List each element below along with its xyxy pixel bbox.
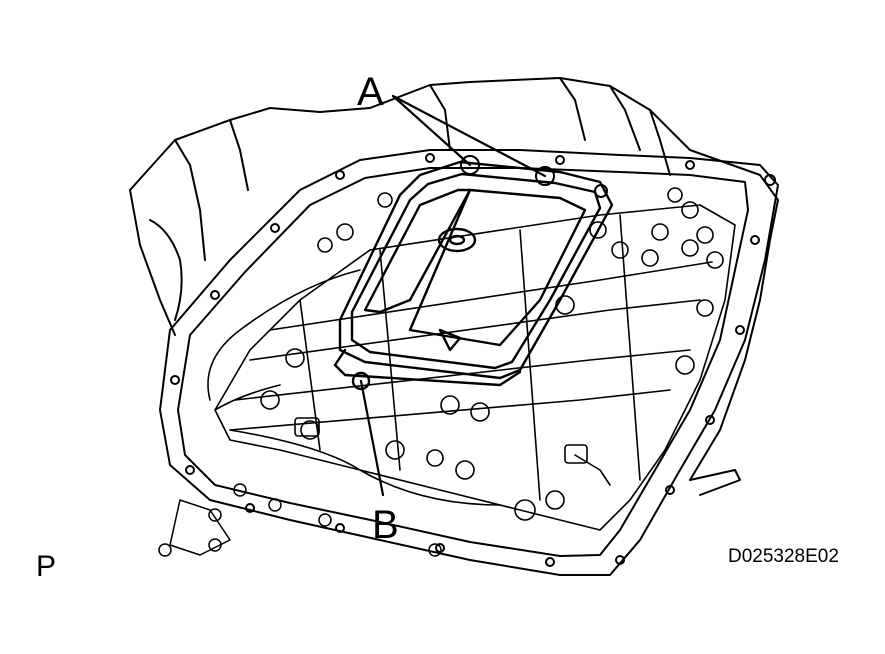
valve-body [207,187,736,531]
leader-a-left [391,94,472,167]
leader-a-right [391,94,547,178]
solenoid-connectors [294,417,611,486]
bracket-parts [158,483,442,557]
pan-flange [159,149,779,576]
strainer-bolts [460,155,608,198]
figure-code: D025328E02 [728,546,839,567]
callout-b: B [372,503,399,547]
wire-harness [207,269,361,401]
oil-strainer [333,155,614,391]
callout-a: A [357,70,384,114]
corner-mark: P [36,550,57,583]
leader-b [359,379,385,497]
transmission-case [129,77,779,496]
strainer-gasket-o-ring [351,371,371,391]
leader-lines [359,94,547,497]
